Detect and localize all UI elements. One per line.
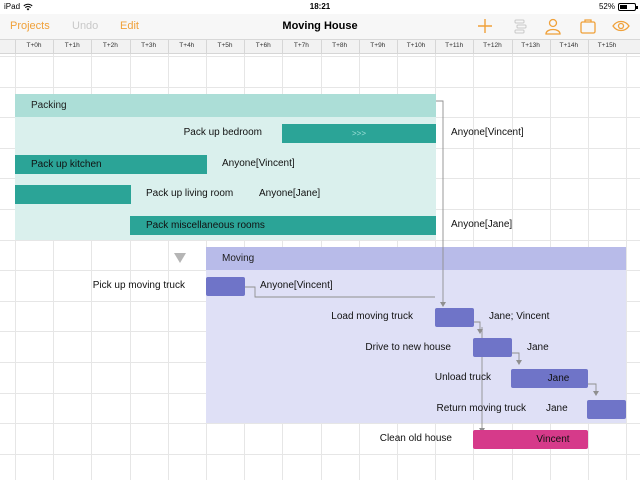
assignee-load-truck: Jane; Vincent — [489, 311, 550, 322]
ruler-tick-label: T+3h — [141, 42, 157, 49]
task-bar-pack-misc-rooms[interactable]: Pack miscellaneous rooms — [130, 216, 436, 235]
status-time: 18:21 — [309, 2, 331, 11]
ruler-tick-label: T+14h — [559, 42, 579, 49]
task-bar-pack-up-living-room[interactable] — [15, 185, 131, 204]
ruler-tick-label: T+11h — [445, 42, 464, 49]
assignee-pack-misc-rooms: Anyone[Jane] — [451, 219, 513, 230]
group-moving[interactable]: Moving — [206, 247, 626, 270]
plus-icon[interactable] — [475, 17, 495, 35]
task-bar-pick-up-truck[interactable] — [206, 277, 245, 296]
task-name-load-truck: Load moving truck — [331, 311, 413, 322]
toolbar: Projects Undo Edit Moving House — [0, 14, 640, 40]
ruler-tick-label: T+15h — [597, 42, 617, 49]
ruler-tick-label: T+0h — [26, 42, 42, 49]
ruler-tick-line — [206, 40, 207, 53]
eye-icon[interactable] — [611, 17, 631, 35]
grid-column-line — [91, 54, 93, 480]
person-icon[interactable] — [543, 17, 563, 35]
task-name-unload-truck: Unload truck — [434, 372, 491, 383]
wifi-icon — [23, 3, 33, 10]
battery-percent: 52% — [598, 2, 615, 11]
dependency-lines — [245, 100, 599, 433]
ruler-tick-line — [15, 40, 16, 53]
grid-column-line — [626, 54, 628, 480]
ruler-tick-line — [320, 40, 322, 53]
briefcase-icon[interactable] — [578, 17, 598, 35]
grid-column-line — [129, 54, 131, 480]
task-name-return-truck: Return moving truck — [436, 403, 526, 414]
edit-button[interactable]: Edit — [120, 20, 139, 32]
ruler-tick-line — [167, 40, 169, 53]
grid-column-line — [167, 54, 169, 480]
ruler-tick-line — [244, 40, 246, 53]
collapse-triangle-icon[interactable] — [174, 253, 186, 263]
ruler-tick-line — [282, 40, 284, 53]
status-bar: iPad 18:21 52% — [0, 0, 640, 14]
grid-column-line — [53, 54, 55, 480]
gantt-chart: Packing Moving Pack up bedroom >>> Anyon… — [0, 54, 640, 480]
ruler-tick-label: T+7h — [293, 42, 309, 49]
time-ruler: T+0h T+1h T+2h T+3h T+4h T+5h T+6h T+7h T+8h T+9h… — [0, 40, 640, 54]
ruler-tick-line — [588, 40, 589, 53]
grid-row-line — [0, 86, 640, 88]
assignee-pack-up-living-room: Anyone[Jane] — [259, 188, 321, 199]
grid-row-line — [0, 423, 640, 425]
task-stack-icon[interactable] — [510, 17, 530, 35]
task-bar-unload-truck[interactable] — [511, 369, 588, 388]
ruler-tick-label: T+8h — [332, 42, 348, 49]
task-bar-pack-up-kitchen[interactable]: Pack up kitchen — [15, 155, 207, 174]
ruler-tick-label: T+1h — [64, 42, 80, 49]
ruler-tick-line — [549, 40, 551, 53]
task-name-drive-new-house: Drive to new house — [365, 342, 451, 353]
assignee-pack-up-kitchen: Anyone[Vincent] — [222, 158, 295, 169]
assignee-pack-up-bedroom: Anyone[Vincent] — [451, 127, 524, 138]
ruler-tick-line — [129, 40, 131, 53]
ruler-tick-label: T+13h — [521, 42, 540, 49]
grid-row-line — [0, 453, 640, 455]
ruler-tick-line — [397, 40, 398, 53]
battery-icon — [618, 2, 638, 11]
grid-row-line — [0, 56, 640, 57]
task-bar-pack-up-bedroom[interactable] — [282, 124, 436, 143]
ruler-tick-label: T+5h — [217, 42, 233, 49]
task-bar-load-truck[interactable] — [435, 308, 474, 327]
task-bar-drive-new-house[interactable] — [473, 338, 512, 357]
group-packing[interactable]: Packing — [15, 94, 436, 117]
task-name-pick-up-truck: Pick up moving truck — [92, 280, 185, 291]
task-bar-clean-old-house[interactable] — [473, 430, 588, 449]
assignee-return-truck: Jane — [546, 403, 568, 414]
ruler-tick-line — [91, 40, 93, 53]
ruler-tick-line — [473, 40, 475, 53]
task-name-clean-old-house: Clean old house — [379, 433, 452, 444]
ruler-tick-label: T+12h — [483, 42, 502, 49]
assignee-pick-up-truck: Anyone[Vincent] — [260, 280, 333, 291]
ruler-tick-line — [511, 40, 513, 53]
status-right: 52% — [598, 2, 638, 11]
assignee-drive-new-house: Jane — [527, 342, 549, 353]
ruler-tick-line — [435, 40, 437, 53]
ruler-tick-label: T+6h — [255, 42, 271, 49]
ruler-tick-label: T+4h — [179, 42, 195, 49]
moving-group-area — [206, 247, 626, 423]
grid-row-line — [0, 239, 640, 241]
undo-button[interactable]: Undo — [72, 20, 99, 32]
status-left: iPad — [4, 2, 33, 11]
projects-button[interactable]: Projects — [10, 20, 50, 32]
grid-column-line — [15, 54, 16, 480]
ruler-tick-label: T+2h — [102, 42, 118, 49]
ruler-tick-label: T+9h — [370, 42, 386, 49]
ruler-tick-line — [53, 40, 55, 53]
ruler-tick-line — [358, 40, 360, 53]
device-name: iPad — [4, 2, 21, 11]
task-name-pack-up-living-room: Pack up living room — [146, 188, 234, 199]
task-bar-return-truck[interactable] — [587, 400, 626, 419]
task-name-pack-up-bedroom: Pack up bedroom — [183, 127, 262, 138]
ruler-tick-label: T+10h — [406, 42, 426, 49]
